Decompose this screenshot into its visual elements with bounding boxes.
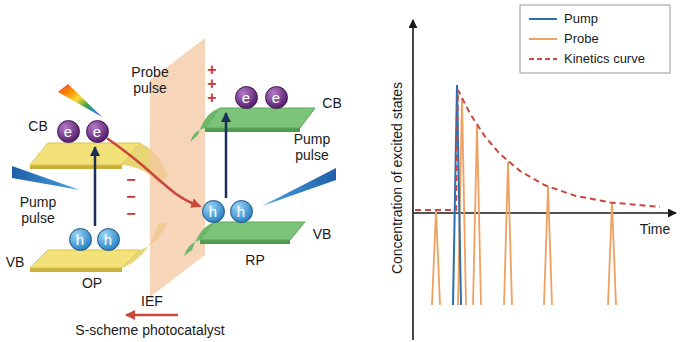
excitation-arrow bbox=[94, 147, 97, 226]
component-label: OP bbox=[82, 275, 102, 291]
pulse-label: Pump pulse bbox=[13, 194, 63, 226]
legend-sample bbox=[528, 33, 558, 45]
component-label: RP bbox=[245, 252, 264, 268]
rp-bands bbox=[184, 108, 315, 256]
charge-sign: − bbox=[126, 171, 135, 189]
legend-entry: Probe bbox=[528, 31, 599, 46]
electron-circle: e bbox=[86, 120, 109, 143]
electron-circle: e bbox=[265, 86, 288, 109]
pulse-label: Pump pulse bbox=[287, 131, 337, 163]
charge-sign: − bbox=[126, 205, 135, 223]
charge-symbol: e bbox=[93, 124, 101, 139]
band-label: VB bbox=[313, 226, 332, 242]
charge-symbol: e bbox=[242, 90, 250, 105]
legend-entry: Pump bbox=[528, 11, 598, 26]
axis-label: Time bbox=[640, 221, 671, 237]
pump-beam bbox=[262, 168, 336, 206]
pulse-label: Probe pulse bbox=[125, 64, 175, 96]
excitation-arrow bbox=[225, 113, 228, 198]
charge-symbol: h bbox=[209, 204, 217, 219]
charge-transfer-arrow bbox=[107, 138, 200, 206]
pump-beam bbox=[12, 166, 80, 190]
band-label: CB bbox=[28, 118, 47, 134]
charge-symbol: h bbox=[104, 232, 112, 247]
electron-circle: e bbox=[235, 86, 258, 109]
panel-caption: S-scheme photocatalyst bbox=[75, 322, 224, 338]
charge-symbol: e bbox=[272, 90, 280, 105]
band-label: CB bbox=[322, 95, 341, 111]
hole-circle: h bbox=[202, 200, 225, 223]
hole-circle: h bbox=[69, 228, 92, 251]
axis-label: Concentration of excited states bbox=[389, 82, 405, 274]
probe-beam bbox=[58, 84, 102, 117]
charge-symbol: e bbox=[64, 124, 72, 139]
charge-sign: + bbox=[207, 89, 216, 107]
legend-text: Pump bbox=[564, 11, 598, 26]
legend-entry: Kinetics curve bbox=[528, 51, 645, 66]
charge-symbol: h bbox=[76, 232, 84, 247]
ief-arrow bbox=[126, 314, 178, 317]
hole-circle: h bbox=[97, 228, 120, 251]
legend-text: Probe bbox=[564, 31, 599, 46]
band-label: VB bbox=[6, 254, 25, 270]
field-label: IEF bbox=[141, 293, 163, 309]
legend-text: Kinetics curve bbox=[564, 51, 645, 66]
charge-symbol: h bbox=[237, 204, 245, 219]
hole-circle: h bbox=[230, 200, 253, 223]
electron-circle: e bbox=[57, 120, 80, 143]
legend-sample bbox=[528, 53, 558, 65]
charge-sign: − bbox=[126, 188, 135, 206]
kinetics-chart bbox=[413, 5, 676, 340]
legend-sample bbox=[528, 13, 558, 25]
